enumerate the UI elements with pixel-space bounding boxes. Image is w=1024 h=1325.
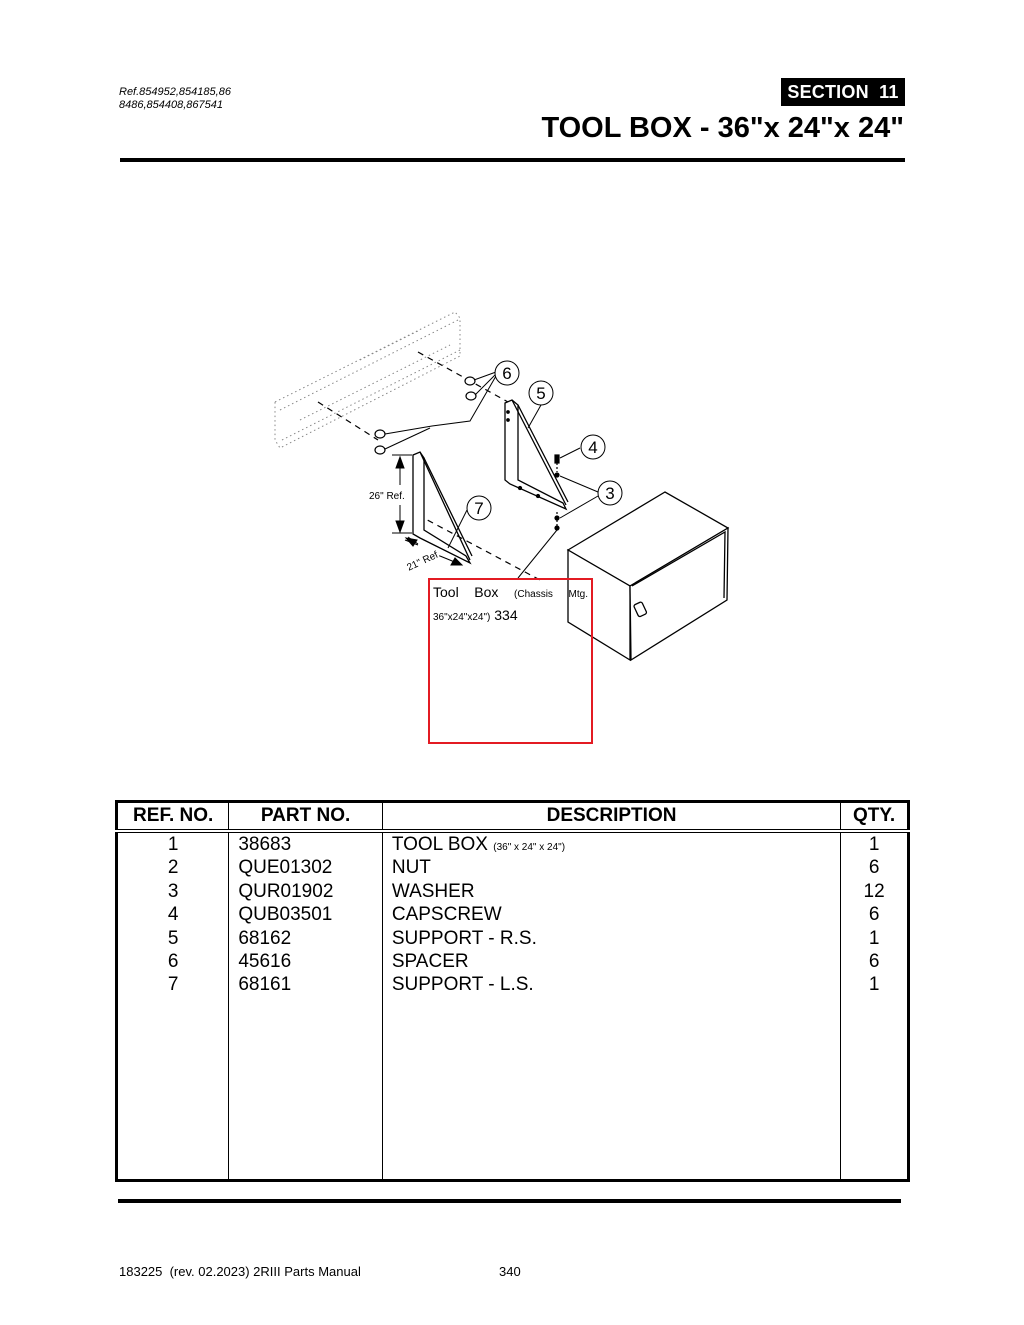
ref-no: 3 bbox=[167, 880, 179, 902]
balloon-6: 6 bbox=[494, 360, 520, 386]
callout-number: 334 bbox=[494, 607, 518, 623]
description: TOOL BOX (36" x 24" x 24") bbox=[391, 834, 566, 855]
svg-text:6: 6 bbox=[502, 364, 511, 383]
footer-divider bbox=[118, 1199, 901, 1203]
description: SPACER bbox=[391, 950, 469, 972]
ref-no: 7 bbox=[167, 974, 179, 996]
column-description: TOOL BOX (36" x 24" x 24") NUT WASHER CA… bbox=[381, 831, 841, 1181]
column-qty: 1 6 12 6 1 6 1 bbox=[840, 831, 909, 1181]
ref-line-2: 8486,854408,867541 bbox=[119, 99, 223, 111]
description: SUPPORT - L.S. bbox=[391, 974, 534, 996]
description: SUPPORT - R.S. bbox=[391, 927, 537, 949]
qty: 12 bbox=[863, 880, 885, 902]
svg-text:3: 3 bbox=[605, 484, 614, 503]
description: WASHER bbox=[391, 880, 475, 902]
ref-line-1: Ref.854952,854185,86 bbox=[119, 86, 231, 98]
svg-text:4: 4 bbox=[588, 438, 597, 457]
callout-dimensions: 36"x24"x24") bbox=[433, 612, 491, 623]
qty: 6 bbox=[868, 950, 880, 972]
ref-no: 2 bbox=[167, 857, 179, 879]
ref-no: 4 bbox=[167, 904, 179, 926]
description: NUT bbox=[391, 857, 431, 879]
manual-reference: 183225 (rev. 02.2023) 2RIII Parts Manual bbox=[119, 1264, 361, 1279]
table-header-row: REF. NO. PART NO. DESCRIPTION QTY. bbox=[116, 801, 909, 833]
callout-word-4: Mtg. bbox=[568, 589, 588, 600]
chassis-rail-ghost bbox=[274, 311, 461, 449]
ref-no: 1 bbox=[167, 834, 179, 855]
balloon-4: 4 bbox=[580, 434, 606, 460]
callout-word-2: Box bbox=[474, 584, 499, 600]
column-ref-no: 1 2 3 4 5 6 7 bbox=[117, 831, 229, 1181]
header-qty: QTY. bbox=[840, 801, 909, 833]
balloon-5: 5 bbox=[528, 380, 554, 406]
header-divider bbox=[120, 158, 905, 162]
section-badge: SECTION 11 bbox=[781, 78, 905, 106]
ref-no: 5 bbox=[167, 927, 179, 949]
page-number: 340 bbox=[499, 1264, 521, 1279]
part-no: QUE01302 bbox=[238, 857, 333, 879]
exploded-parts-diagram: 26" Ref. 21" Ref. 6 5 4 3 bbox=[274, 311, 730, 662]
balloon-3: 3 bbox=[597, 480, 623, 506]
qty: 1 bbox=[868, 927, 880, 949]
ref-no: 6 bbox=[167, 950, 179, 972]
callout-word-1: Tool bbox=[433, 584, 459, 600]
parts-table: REF. NO. PART NO. DESCRIPTION QTY. 1 2 3… bbox=[115, 800, 910, 1182]
part-no: 45616 bbox=[238, 950, 292, 972]
hardware bbox=[554, 454, 560, 531]
part-no: 68161 bbox=[238, 974, 292, 996]
header-description: DESCRIPTION bbox=[381, 801, 841, 833]
table-body: 1 2 3 4 5 6 7 38683 QUE01302 QUR01902 QU… bbox=[117, 831, 909, 1181]
svg-text:21" Ref.: 21" Ref. bbox=[405, 549, 442, 574]
balloon-7: 7 bbox=[466, 495, 492, 521]
svg-text:5: 5 bbox=[536, 384, 545, 403]
qty: 6 bbox=[868, 904, 880, 926]
part-no: QUB03501 bbox=[238, 904, 333, 926]
description: CAPSCREW bbox=[391, 904, 502, 926]
reference-numbers: Ref.854952,854185,86 8486,854408,867541 bbox=[119, 86, 231, 112]
header-part-no: PART NO. bbox=[228, 801, 383, 833]
column-part-no: 38683 QUE01302 QUR01902 QUB03501 68162 4… bbox=[228, 831, 383, 1181]
part-no: 38683 bbox=[238, 834, 292, 855]
callout-word-3: (Chassis bbox=[514, 589, 553, 600]
tool-box bbox=[566, 491, 730, 662]
svg-text:7: 7 bbox=[474, 499, 483, 518]
support-right bbox=[504, 399, 569, 511]
page-title: TOOL BOX - 36"x 24"x 24" bbox=[541, 112, 904, 144]
tool-box-callout: Tool Box (Chassis Mtg. 36"x24"x24") 334 bbox=[428, 578, 593, 744]
qty: 6 bbox=[868, 857, 880, 879]
spacers bbox=[374, 376, 477, 455]
svg-text:26" Ref.: 26" Ref. bbox=[369, 491, 405, 502]
qty: 1 bbox=[868, 834, 880, 855]
qty: 1 bbox=[868, 974, 880, 996]
description-note: (36" x 24" x 24") bbox=[493, 842, 566, 853]
part-no: 68162 bbox=[238, 927, 292, 949]
balloon-labels: 6 5 4 3 7 bbox=[466, 360, 623, 521]
header-ref-no: REF. NO. bbox=[116, 801, 229, 833]
part-no: QUR01902 bbox=[238, 880, 334, 902]
support-left bbox=[412, 451, 473, 565]
